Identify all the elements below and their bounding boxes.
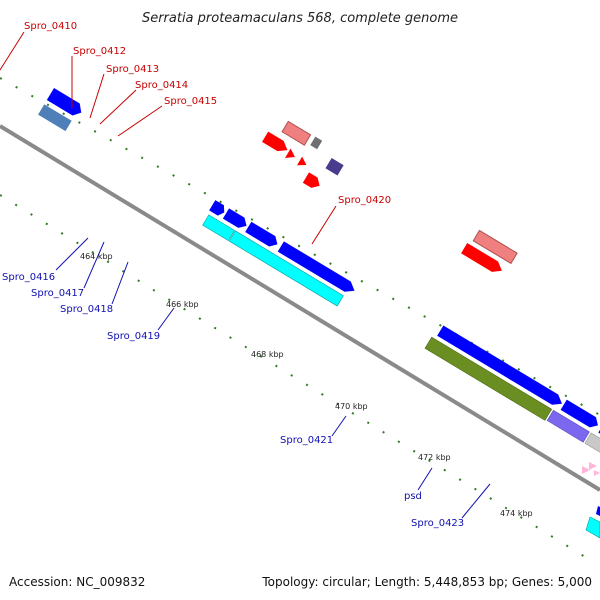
gene-feature-spro-0416[interactable] [209,200,227,217]
gene-feature-spro-0414[interactable] [284,148,298,163]
gene-label-spro-0414[interactable]: Spro_0414 [135,80,188,91]
bottom-strand-features [38,88,600,469]
gene-feature-spro-0423[interactable] [584,432,600,469]
gene-feature-spro-0415[interactable] [296,156,309,170]
gene-feature-left-blue[interactable] [46,88,85,119]
gene-feature-right-blue[interactable] [596,506,600,516]
topology-text: Topology: circular; Length: 5,448,853 bp… [261,575,592,589]
gene-feature-left-steel[interactable] [38,104,72,132]
tick-label-470: 470 kbp [335,402,368,411]
tick-label-464: 464 kbp [80,252,113,261]
tick-label-468: 468 kbp [251,350,284,359]
genome-backbone [0,124,600,492]
gene-label-psd[interactable]: psd [404,491,422,502]
rna-feature-1[interactable] [202,214,235,242]
gene-label-spro-0420[interactable]: Spro_0420 [338,195,391,206]
gene-feature-spro-0418[interactable] [245,221,280,250]
gene-label-spro-0416[interactable]: Spro_0416 [2,272,55,283]
bottom-gene-labels [55,237,491,519]
gene-feature-red-small[interactable] [302,172,323,191]
gene-label-spro-0413[interactable]: Spro_0413 [106,64,159,75]
gene-feature-spro-0420[interactable] [461,242,505,276]
gene-label-spro-0410[interactable]: Spro_0410 [24,21,77,32]
gene-label-spro-0412[interactable]: Spro_0412 [73,46,126,57]
gene-label-spro-0415[interactable]: Spro_0415 [164,96,217,107]
tick-label-472: 472 kbp [418,453,451,462]
top-gene-labels [0,31,337,245]
gene-feature-spro-0421[interactable] [437,325,565,408]
gene-feature-spro-0410[interactable] [281,120,312,146]
gene-label-spro-0417[interactable]: Spro_0417 [31,288,84,299]
gene-label-spro-0421[interactable]: Spro_0421 [280,435,333,446]
map-title: Serratia proteamaculans 568, complete ge… [142,11,458,26]
gene-label-spro-0419[interactable]: Spro_0419 [107,331,160,342]
gene-label-spro-0418[interactable]: Spro_0418 [60,304,113,315]
gene-feature-spro-0417[interactable] [222,208,250,231]
gene-feature-spro-0420-light[interactable] [472,229,518,265]
right-bottom-features [585,506,600,539]
gene-feature-psd[interactable] [546,409,590,443]
pink-arrow-cluster [582,462,600,476]
gene-feature-olive[interactable] [424,336,553,421]
top-strand-features [262,120,518,276]
rna-feature-2[interactable] [228,230,344,307]
gene-label-spro-0423[interactable]: Spro_0423 [411,518,464,529]
gene-feature-right-cyan[interactable] [585,516,600,539]
gene-feature-blue-2[interactable] [560,399,600,431]
gene-feature-spro-0413[interactable] [262,131,290,156]
tick-label-466: 466 kbp [166,300,199,309]
gene-feature-spro-0412[interactable] [310,136,323,150]
gene-feature-spro-0415b[interactable] [325,158,344,176]
accession-text: Accession: NC_009832 [9,575,145,589]
gene-feature-spro-0419[interactable] [277,241,358,296]
tick-label-474: 474 kbp [500,509,533,518]
